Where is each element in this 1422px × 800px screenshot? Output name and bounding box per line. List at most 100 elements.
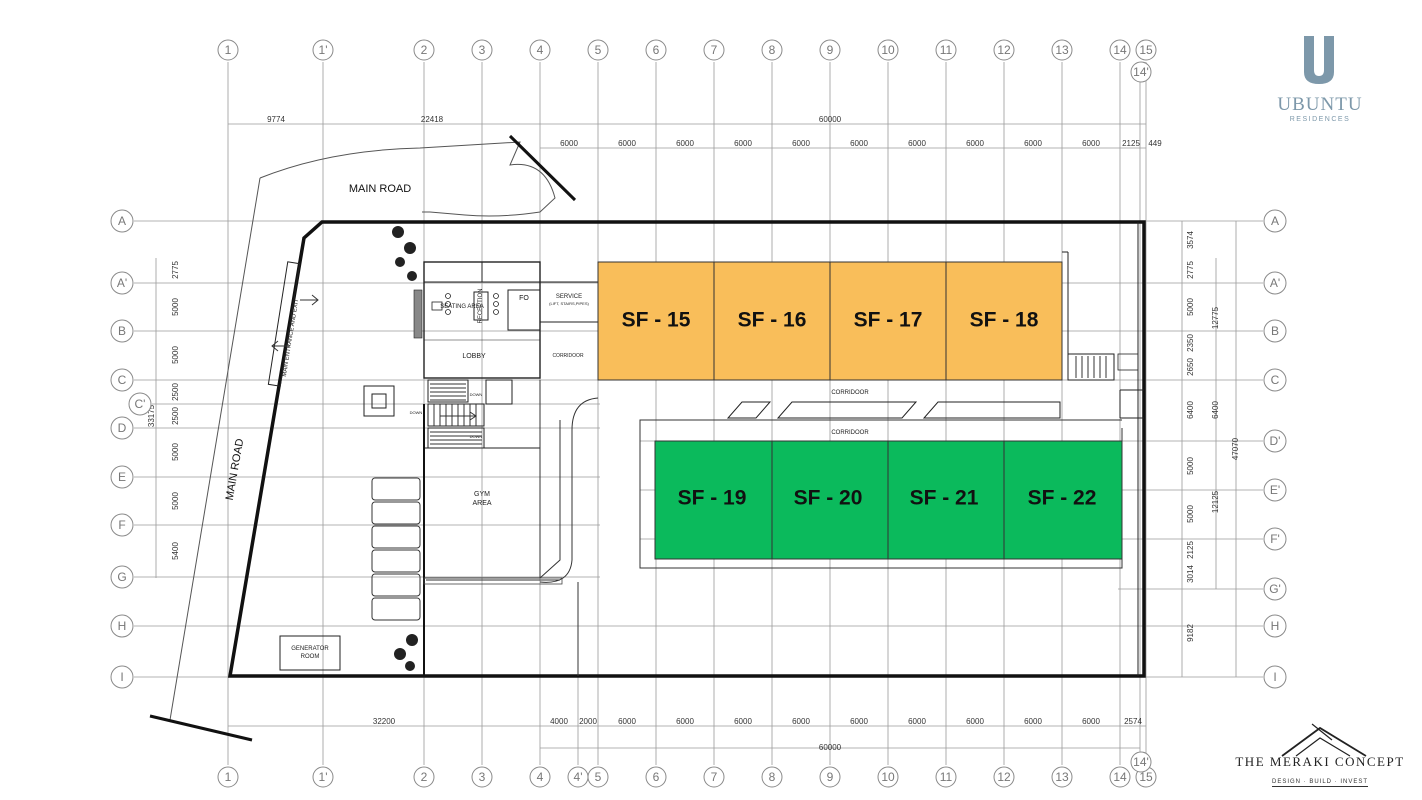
svg-text:H: H [1271, 619, 1280, 633]
meraki-brand-tagline: DESIGN · BUILD · INVEST [1271, 779, 1368, 787]
units-green-row: SF - 19 SF - 20 SF - 21 SF - 22 [654, 440, 1123, 560]
unit-sf-16[interactable] [713, 261, 831, 381]
left-dimensions: 2775 5000 5000 2500 2500 5000 5000 5400 … [147, 261, 180, 560]
dimension-lines [155, 123, 1237, 749]
svg-text:9182: 9182 [1186, 624, 1195, 642]
svg-text:2775: 2775 [1186, 261, 1195, 279]
svg-text:C: C [1271, 373, 1280, 387]
ubuntu-brand-name: UBUNTU [1277, 94, 1363, 115]
unit-sf-18[interactable] [945, 261, 1063, 381]
svg-text:A': A' [1270, 276, 1280, 290]
svg-text:5000: 5000 [171, 346, 180, 364]
svg-text:2775: 2775 [171, 261, 180, 279]
unit-sf-21[interactable] [887, 440, 1005, 560]
unit-label-sf-16: SF - 16 [738, 309, 807, 332]
svg-text:5000: 5000 [171, 492, 180, 510]
svg-text:9: 9 [827, 43, 834, 57]
core-building: SEATING AREA RECEPTION FO SERVICE (LIFT,… [413, 261, 599, 379]
ubuntu-brand: UBUNTU RESIDENCES [1270, 92, 1370, 123]
svg-text:2650: 2650 [1186, 358, 1195, 376]
svg-text:D': D' [1270, 434, 1281, 448]
svg-text:6: 6 [653, 770, 660, 784]
corridor-label-lower: CORRIDOOR [831, 430, 869, 436]
svg-text:3: 3 [479, 770, 486, 784]
unit-sf-20[interactable] [771, 440, 889, 560]
svg-text:G: G [117, 570, 126, 584]
svg-text:10: 10 [881, 770, 895, 784]
svg-text:12: 12 [997, 770, 1011, 784]
svg-text:5000: 5000 [1186, 505, 1195, 523]
svg-text:11: 11 [940, 770, 953, 784]
svg-text:1': 1' [319, 43, 328, 57]
svg-text:2125: 2125 [1186, 541, 1195, 559]
svg-text:7: 7 [711, 770, 718, 784]
svg-text:3014: 3014 [1186, 565, 1195, 583]
svg-text:6000: 6000 [618, 717, 636, 726]
meraki-brand-name: THE MERAKI CONCEPT [1235, 754, 1405, 769]
svg-text:60000: 60000 [819, 115, 842, 124]
svg-text:5: 5 [595, 770, 602, 784]
meraki-roof-icon [1281, 723, 1367, 757]
svg-text:14: 14 [1113, 770, 1127, 784]
svg-text:12125: 12125 [1211, 490, 1220, 513]
column-bubbles-top: 1 1' 2 3 4 5 6 7 8 9 10 11 12 13 14 15 1… [217, 39, 1157, 83]
svg-text:B: B [118, 324, 126, 338]
svg-text:RECEPTION: RECEPTION [478, 288, 484, 323]
svg-text:6000: 6000 [734, 717, 752, 726]
svg-text:DOWN: DOWN [410, 410, 423, 415]
svg-text:6000: 6000 [966, 717, 984, 726]
svg-text:6000: 6000 [1024, 139, 1042, 148]
svg-text:2500: 2500 [171, 407, 180, 425]
svg-text:B: B [1271, 324, 1279, 338]
svg-text:6400: 6400 [1211, 401, 1220, 419]
corridor-label-upper: CORRIDOOR [831, 390, 869, 396]
unit-sf-17[interactable] [829, 261, 947, 381]
site-boundary [227, 220, 1146, 678]
svg-text:5400: 5400 [171, 542, 180, 560]
bottom-dimensions: 32200 4000 2000 6000 6000 6000 6000 6000… [373, 717, 1143, 752]
svg-text:3: 3 [479, 43, 486, 57]
svg-text:2350: 2350 [1186, 334, 1195, 352]
svg-text:47070: 47070 [1231, 437, 1240, 460]
unit-label-sf-18: SF - 18 [970, 309, 1039, 332]
svg-text:GENERATOR: GENERATOR [291, 646, 329, 652]
svg-text:8: 8 [769, 770, 776, 784]
svg-text:9774: 9774 [267, 115, 285, 124]
svg-text:6000: 6000 [850, 139, 868, 148]
unit-label-sf-20: SF - 20 [794, 487, 863, 510]
unit-label-sf-21: SF - 21 [910, 487, 979, 510]
right-dimensions: 3574 2775 5000 2350 2650 6400 5000 5000 … [1186, 231, 1240, 642]
unit-label-sf-19: SF - 19 [678, 487, 747, 510]
svg-text:5000: 5000 [1186, 298, 1195, 316]
row-bubbles-right: A A' B C D' E' F' G' H I [1263, 209, 1287, 689]
svg-text:2125: 2125 [1122, 139, 1140, 148]
svg-text:2: 2 [421, 43, 428, 57]
units-orange-row: SF - 15 SF - 16 SF - 17 SF - 18 [597, 261, 1063, 381]
generator-room: GENERATOR ROOM [279, 635, 341, 671]
svg-text:5: 5 [595, 43, 602, 57]
ubuntu-logo-icon [1304, 36, 1334, 84]
unit-sf-19[interactable] [654, 440, 773, 560]
main-entrance: MAIN ENTRANCE AND EXIT [267, 261, 319, 387]
unit-sf-15[interactable] [597, 261, 715, 381]
svg-text:6000: 6000 [850, 717, 868, 726]
svg-text:1: 1 [225, 770, 232, 784]
svg-text:6000: 6000 [676, 717, 694, 726]
svg-text:A: A [118, 214, 126, 228]
svg-text:5000: 5000 [171, 298, 180, 316]
svg-text:14': 14' [1133, 755, 1149, 769]
svg-text:2: 2 [421, 770, 428, 784]
svg-text:15: 15 [1139, 770, 1153, 784]
unit-sf-22[interactable] [1003, 440, 1123, 560]
svg-text:(LIFT, STAIRS,PIPES): (LIFT, STAIRS,PIPES) [549, 301, 589, 306]
svg-text:SERVICE: SERVICE [556, 294, 582, 300]
svg-text:SEATING AREA: SEATING AREA [440, 304, 484, 310]
svg-text:A: A [1271, 214, 1279, 228]
svg-text:32200: 32200 [373, 717, 396, 726]
svg-text:E: E [118, 470, 126, 484]
svg-text:F: F [118, 518, 125, 532]
svg-text:ROOM: ROOM [301, 654, 320, 660]
svg-text:1': 1' [319, 770, 328, 784]
svg-text:8: 8 [769, 43, 776, 57]
